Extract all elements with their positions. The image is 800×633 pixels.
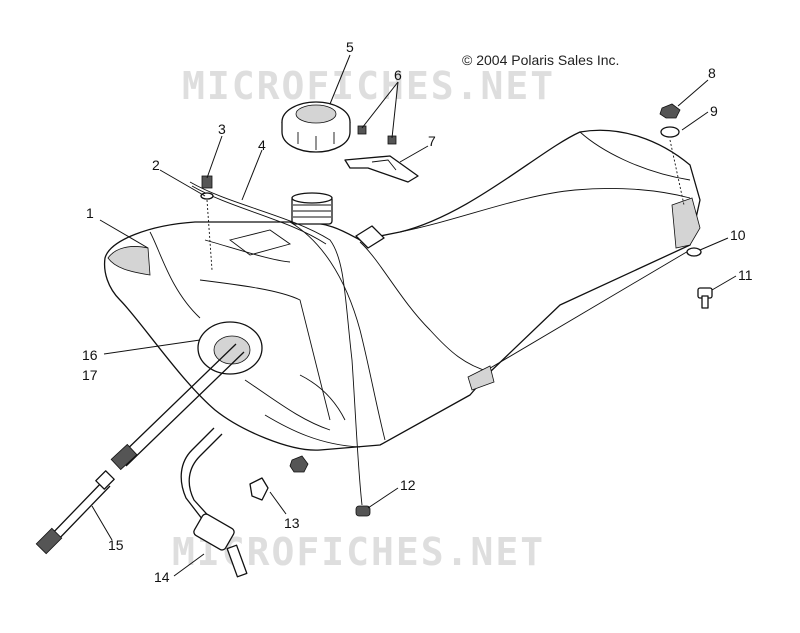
callout-9: 9 <box>710 103 718 119</box>
callout-7: 7 <box>428 133 436 149</box>
screw-and-washer <box>200 175 214 271</box>
callout-15: 15 <box>108 537 124 553</box>
callout-numbers: 1 2 3 4 5 6 7 8 9 10 11 12 13 14 15 16 1… <box>82 39 753 585</box>
fuel-sender-assembly <box>110 321 263 471</box>
callout-12: 12 <box>400 477 416 493</box>
callout-2: 2 <box>152 157 160 173</box>
filler-neck <box>291 192 385 249</box>
fuel-line-and-filter <box>180 427 248 578</box>
watermark-top: MICROFICHES.NET <box>182 64 556 108</box>
mounting-hardware-right <box>659 103 713 309</box>
callout-11: 11 <box>738 267 753 283</box>
callout-17: 17 <box>82 367 98 383</box>
callout-3: 3 <box>218 121 226 137</box>
callout-10: 10 <box>730 227 746 243</box>
leader-lines <box>91 54 737 577</box>
wire-harness <box>35 470 115 555</box>
hose-clamp <box>249 455 309 501</box>
fuel-cap <box>281 101 351 153</box>
callout-8: 8 <box>708 65 716 81</box>
line-clip <box>355 505 371 517</box>
callout-13: 13 <box>284 515 300 531</box>
callout-4: 4 <box>258 137 266 153</box>
callout-5: 5 <box>346 39 354 55</box>
callout-1: 1 <box>86 205 94 221</box>
mounting-bracket <box>344 155 419 183</box>
callout-16: 16 <box>82 347 98 363</box>
callout-14: 14 <box>154 569 170 585</box>
copyright-notice: © 2004 Polaris Sales Inc. <box>462 52 620 68</box>
bracket-screws <box>357 125 397 145</box>
fuel-tank <box>103 129 701 451</box>
callout-6: 6 <box>394 67 402 83</box>
